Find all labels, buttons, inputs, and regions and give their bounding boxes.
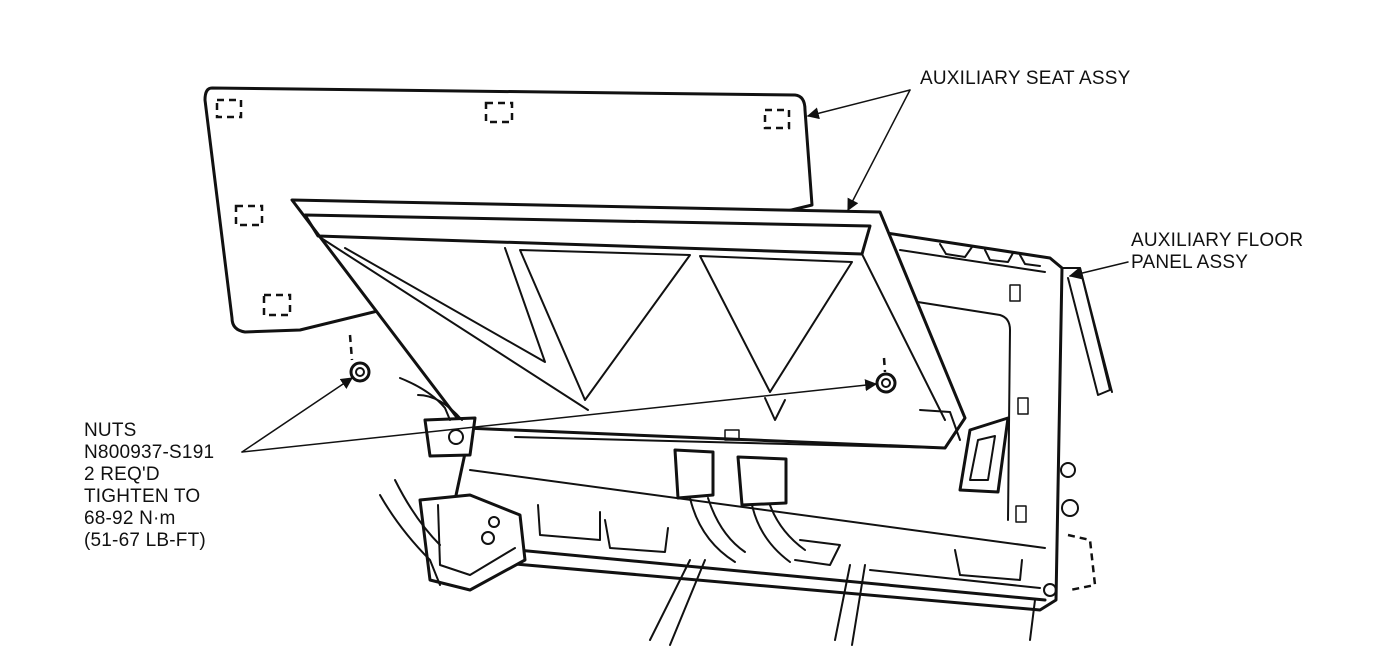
label-auxiliary-floor-panel-assy: AUXILIARY FLOOR PANEL ASSY — [1131, 230, 1304, 273]
label-auxiliary-seat-assy: AUXILIARY SEAT ASSY — [920, 68, 1131, 89]
leader-lines — [241, 89, 1129, 453]
label-nuts: NUTS N800937-S191 2 REQ'D TIGHTEN TO 68-… — [84, 420, 215, 551]
auxiliary-seat-cushion — [290, 198, 1010, 563]
nut-right — [875, 372, 897, 394]
nut-left — [349, 361, 371, 383]
